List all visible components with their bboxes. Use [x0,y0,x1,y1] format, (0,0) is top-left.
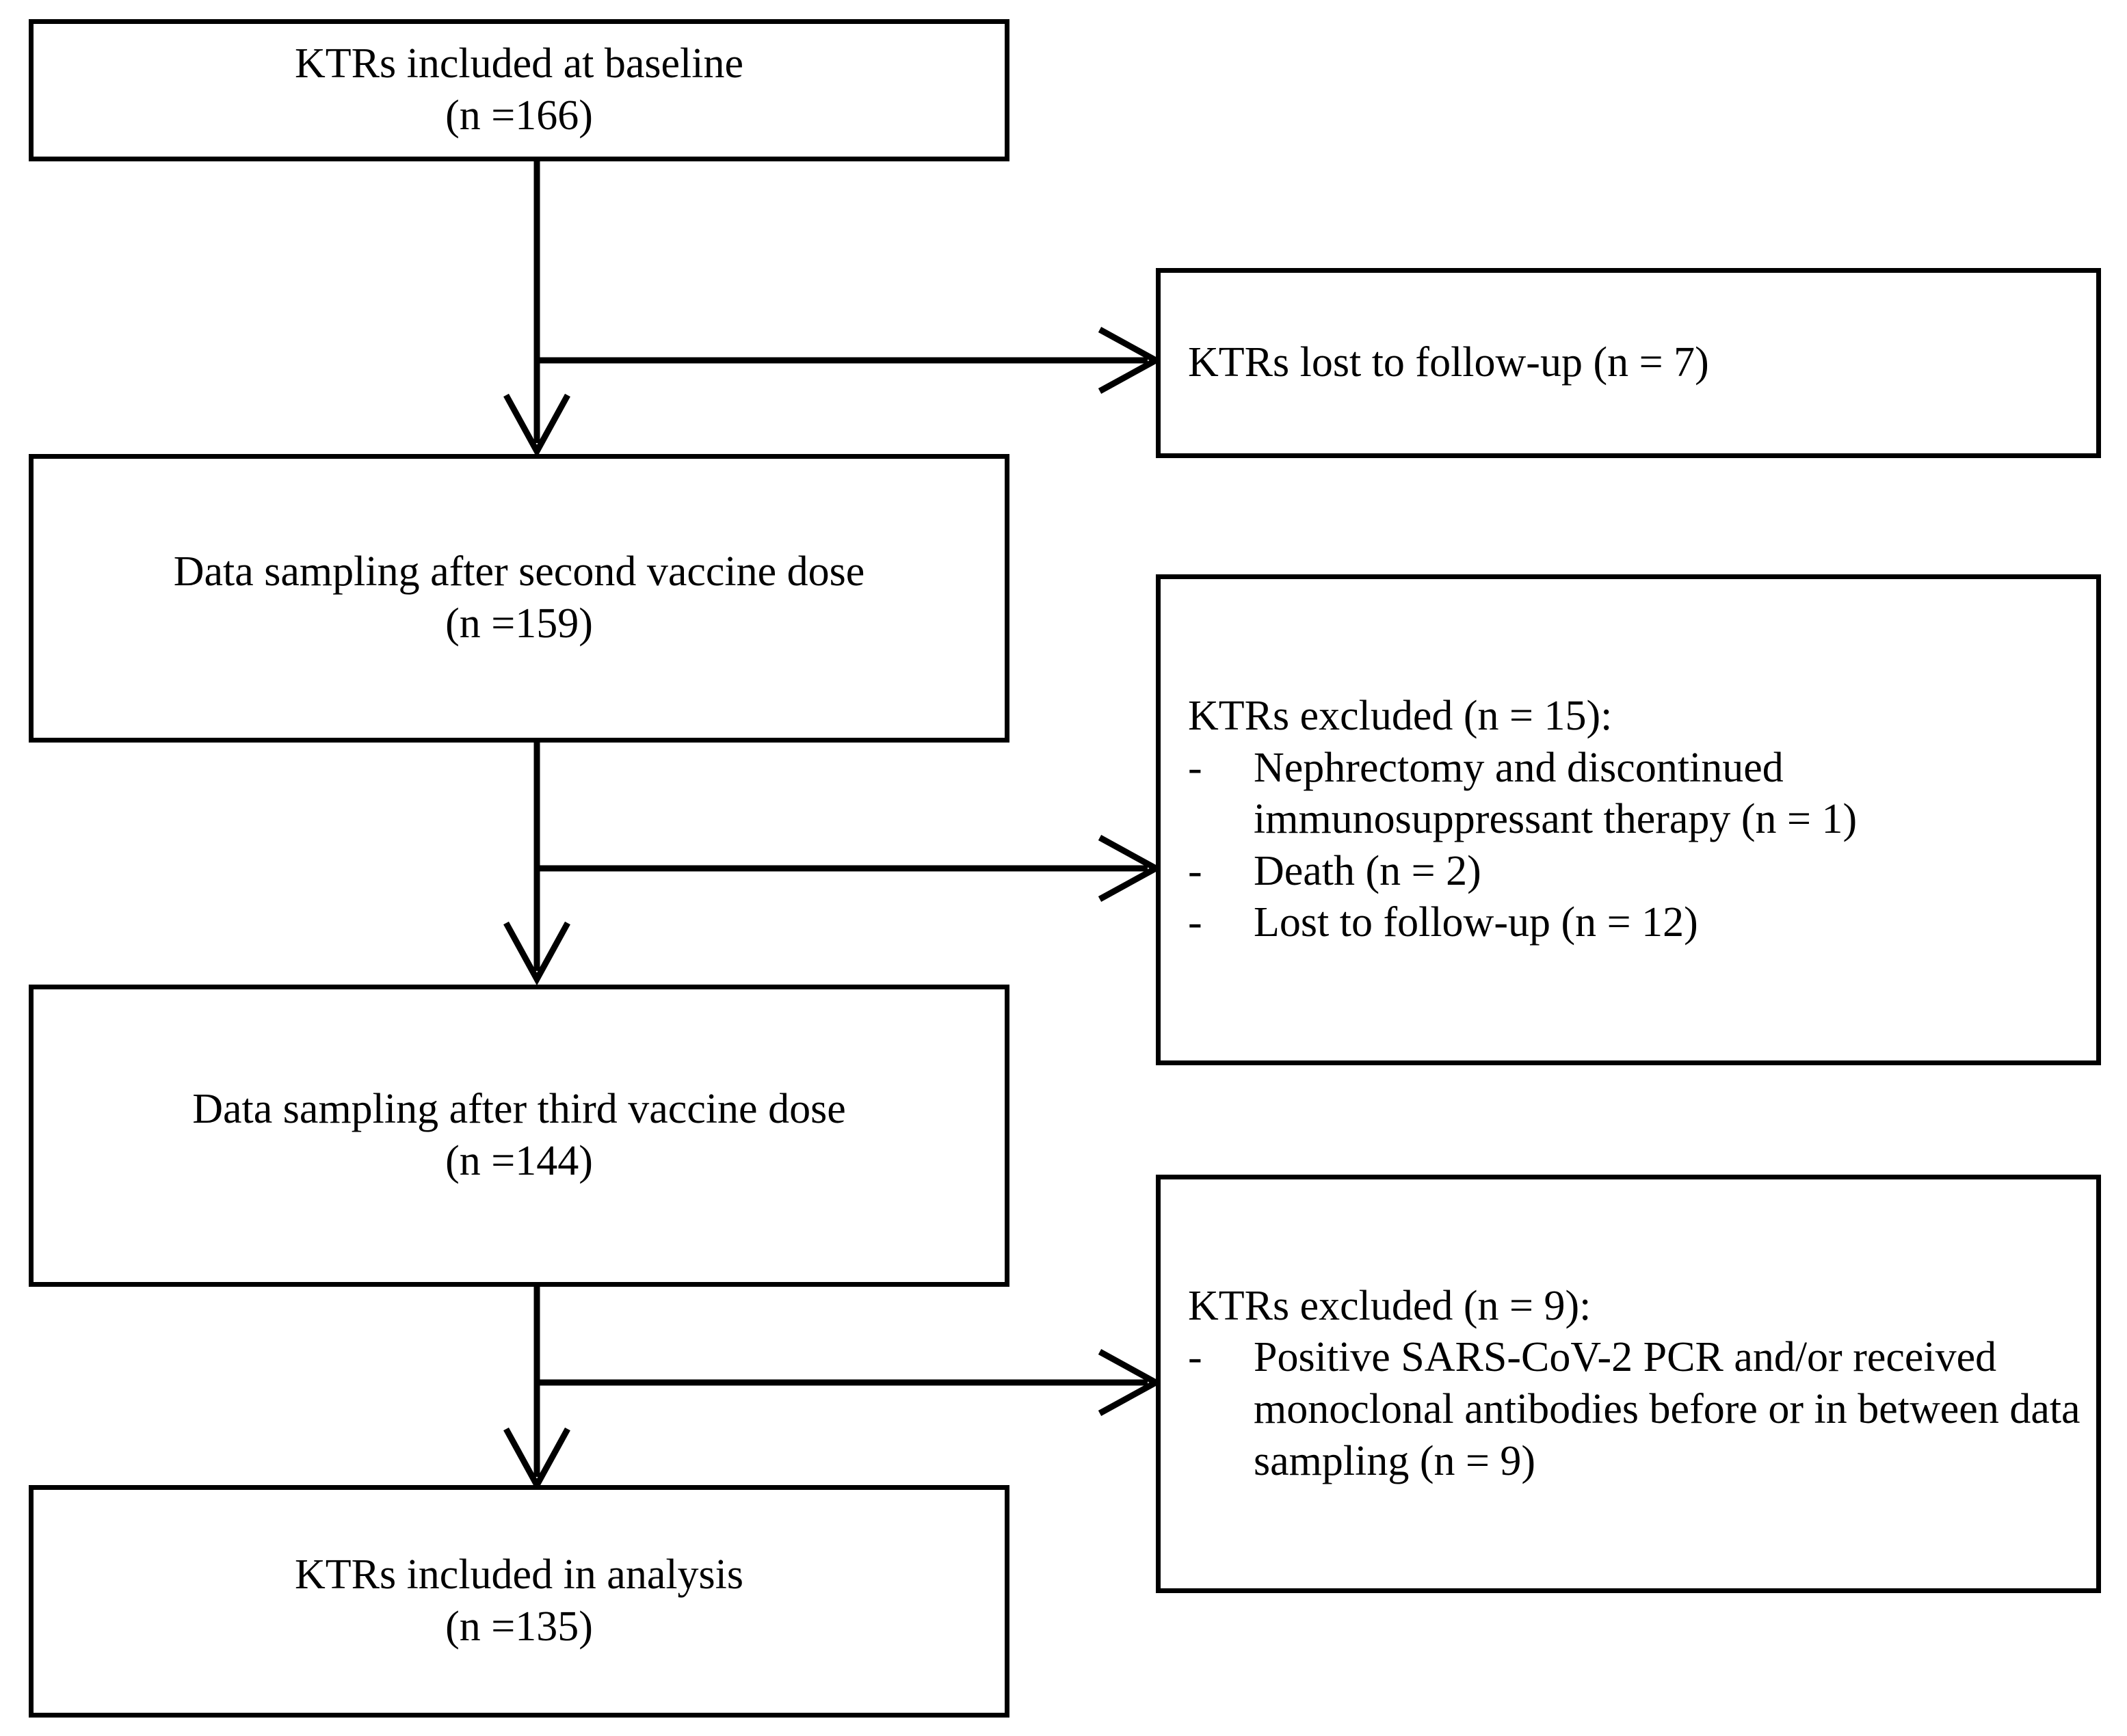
node-baseline-text: KTRs included at baseline (n =166) [295,40,743,139]
node-lost-followup-body: KTRs lost to follow-up (n = 7) [1161,337,2096,389]
bullet-item: - Positive SARS-CoV-2 PCR and/or receive… [1188,1332,2096,1487]
bullet-text: Positive SARS-CoV-2 PCR and/or received … [1254,1334,2080,1484]
bullet-dash-icon: - [1188,744,1202,791]
bullet-item: - Death (n = 2) [1188,846,2096,898]
arrowhead-third-to-excluded-9 [1098,1349,1163,1416]
node-excluded-15-bullets: - Nephrectomy and discontinued immunosup… [1188,743,2096,950]
bullet-dash-icon: - [1188,847,1202,894]
bullet-text: Death (n = 2) [1254,847,1481,894]
node-lost-followup-text: KTRs lost to follow-up (n = 7) [1188,339,1709,386]
bullet-dash-icon: - [1188,1334,1202,1381]
node-excluded-15: KTRs excluded (n = 15): - Nephrectomy an… [1156,574,2101,1065]
node-baseline: KTRs included at baseline (n =166) [29,19,1009,161]
bullet-text: Lost to follow-up (n = 12) [1254,899,1698,946]
node-third-dose: Data sampling after third vaccine dose (… [29,985,1009,1287]
bullet-item: - Lost to follow-up (n = 12) [1188,897,2096,949]
node-excluded-9: KTRs excluded (n = 9): - Positive SARS-C… [1156,1175,2101,1593]
node-excluded-15-body: KTRs excluded (n = 15): - Nephrectomy an… [1161,691,2096,949]
node-lost-followup: KTRs lost to follow-up (n = 7) [1156,268,2101,458]
arrowhead-baseline-to-second-dose [503,393,570,458]
node-analysis: KTRs included in analysis (n =135) [29,1485,1009,1718]
node-second-dose: Data sampling after second vaccine dose … [29,454,1009,743]
node-excluded-9-body: KTRs excluded (n = 9): - Positive SARS-C… [1161,1281,2096,1488]
arrowhead-second-to-excluded-15 [1098,835,1163,902]
bullet-item: - Nephrectomy and discontinued immunosup… [1188,743,2096,846]
node-excluded-9-title: KTRs excluded (n = 9): [1188,1282,1591,1329]
arrowhead-third-dose-to-analysis [503,1427,570,1492]
arrowhead-second-to-third-dose [503,921,570,986]
bullet-dash-icon: - [1188,899,1202,946]
node-analysis-text: KTRs included in analysis (n =135) [294,1551,744,1650]
node-second-dose-text: Data sampling after second vaccine dose … [173,548,865,647]
node-third-dose-text: Data sampling after third vaccine dose (… [192,1086,846,1184]
bullet-text: Nephrectomy and discontinued immunosuppr… [1254,744,1858,843]
node-excluded-15-title: KTRs excluded (n = 15): [1188,692,1613,739]
arrowhead-baseline-to-lost-followup [1098,327,1163,394]
node-excluded-9-bullets: - Positive SARS-CoV-2 PCR and/or receive… [1188,1332,2096,1487]
